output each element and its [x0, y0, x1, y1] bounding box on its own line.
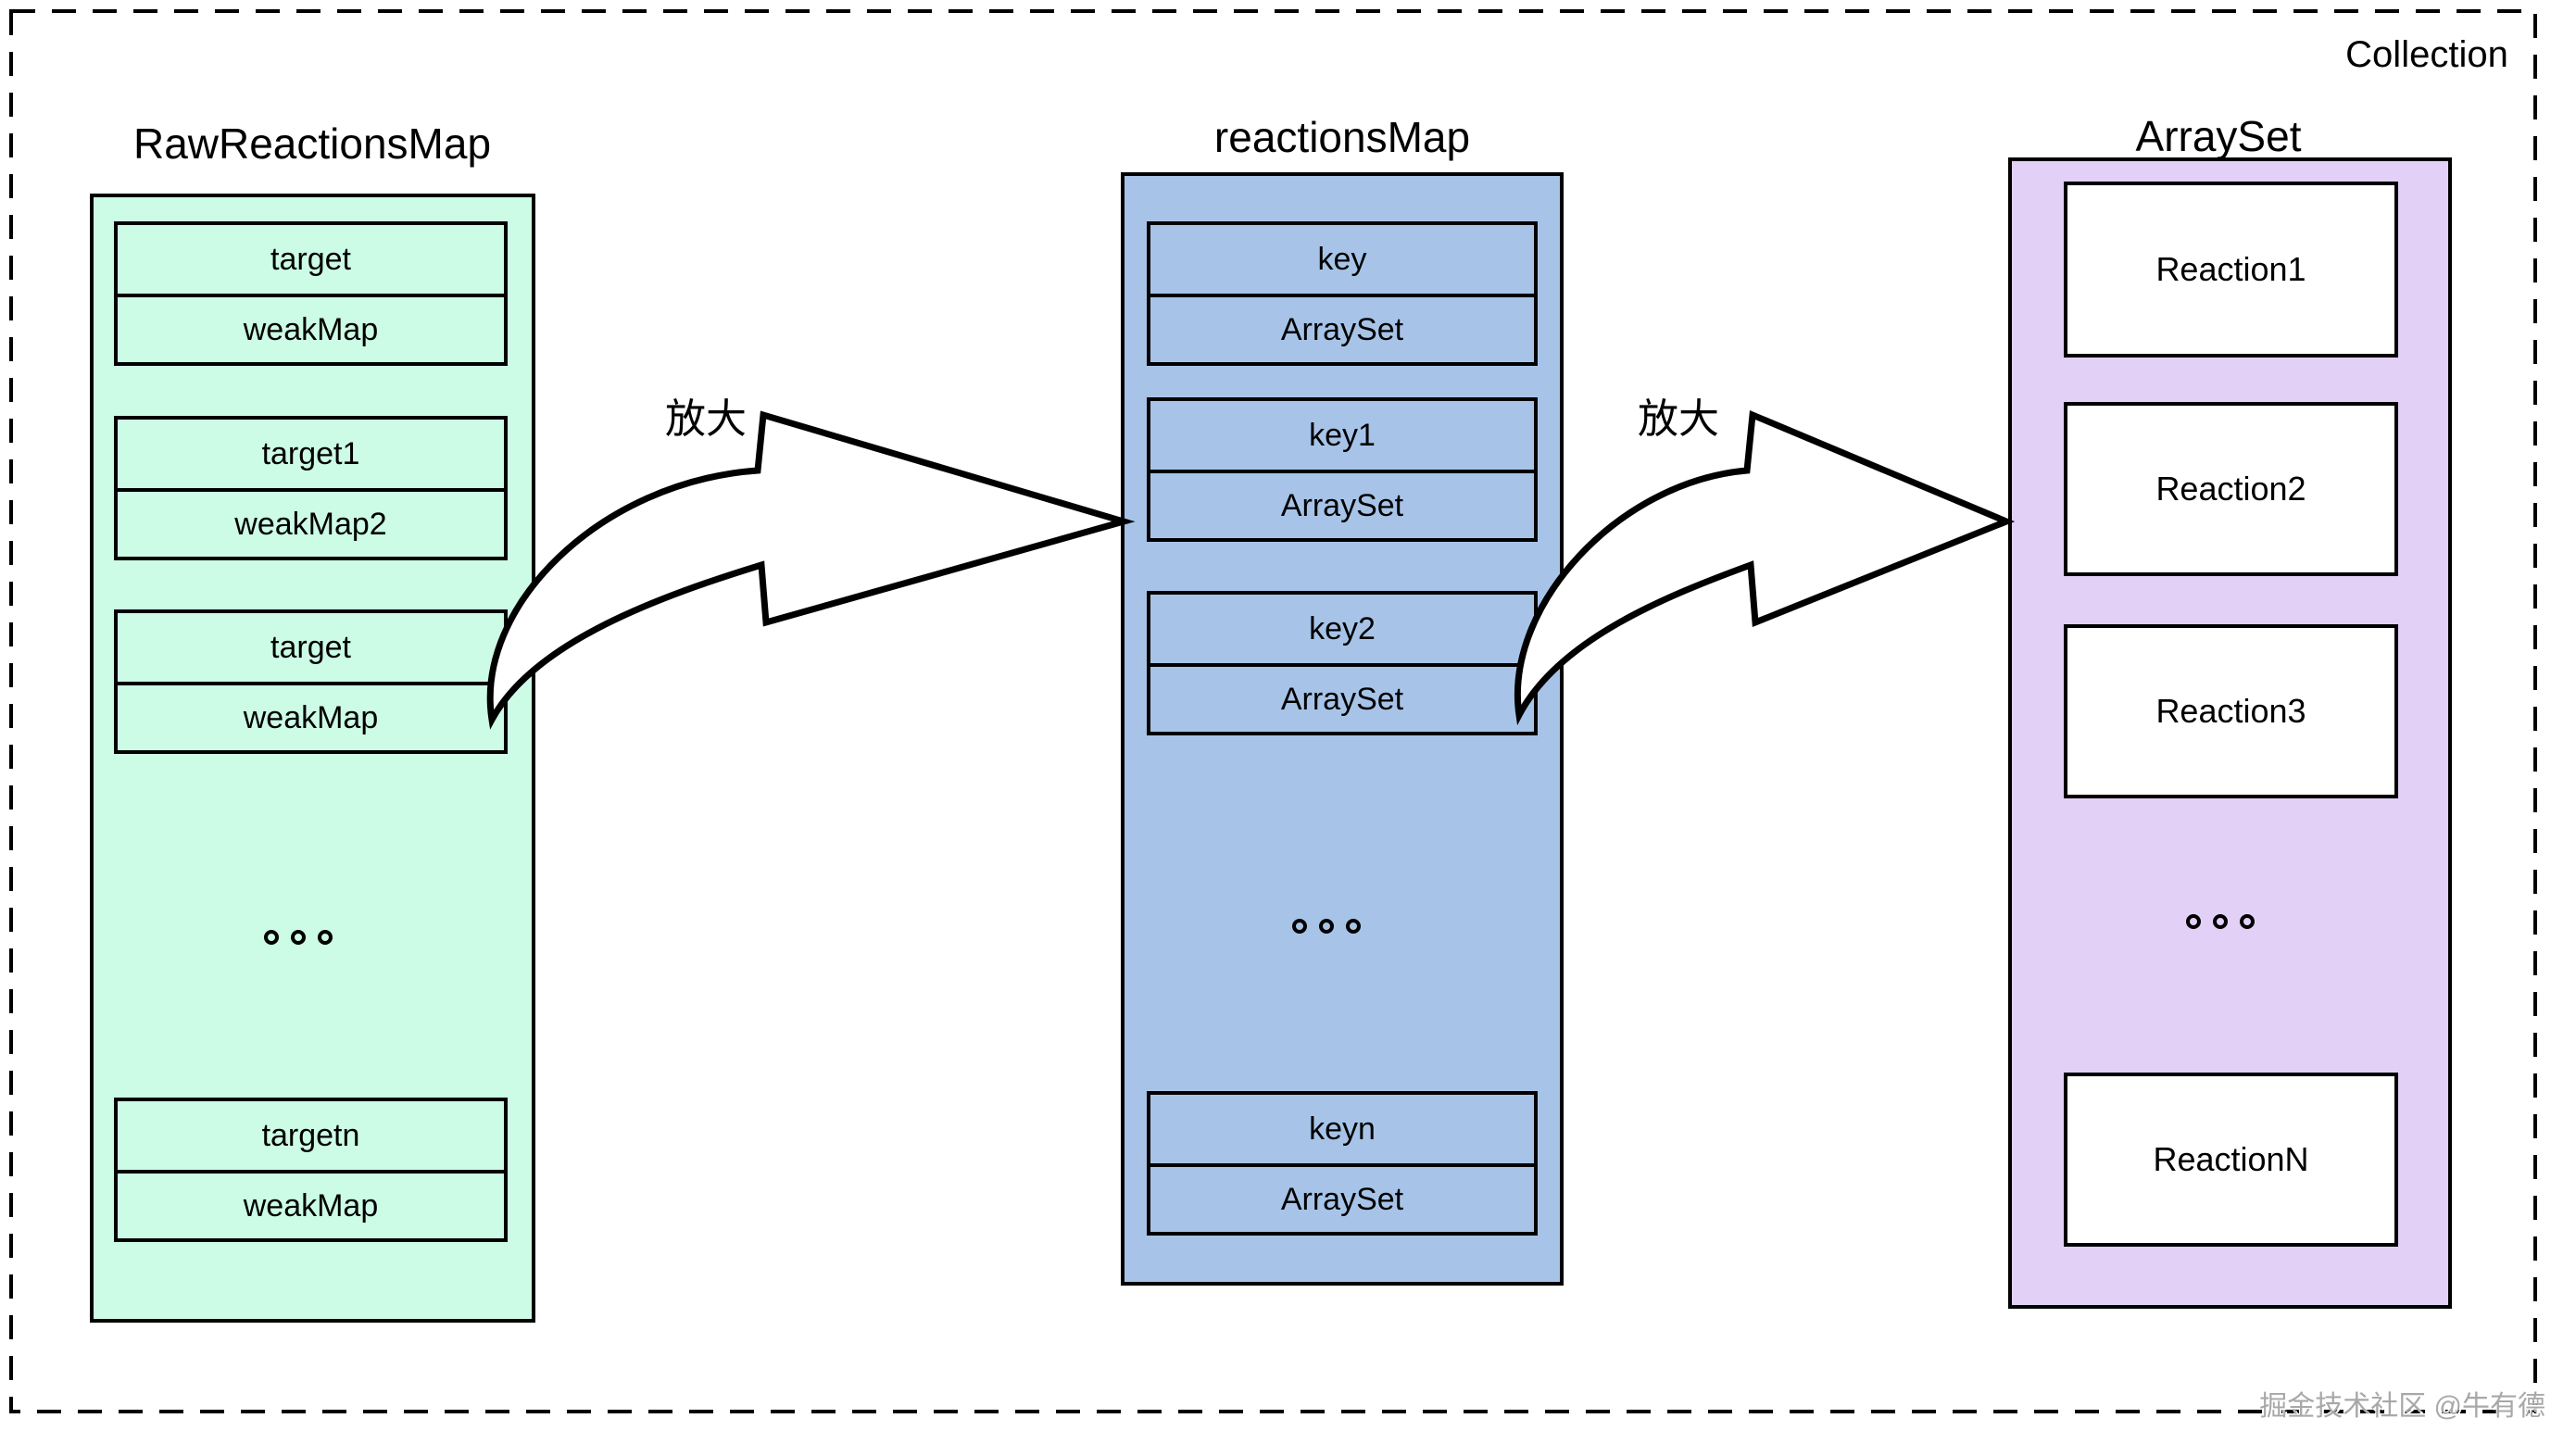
ellipsis-dot-icon	[1292, 919, 1307, 934]
reaction-box: Reaction1	[2064, 182, 2398, 358]
entry-key: key	[1317, 242, 1367, 277]
circle-ellipsis-icon	[1292, 919, 1361, 934]
entry-key: target	[270, 242, 351, 277]
map-entry: keyn ArraySet	[1147, 1091, 1538, 1236]
ellipsis-dot-icon	[1346, 919, 1361, 934]
map-entry: targetn weakMap	[114, 1098, 508, 1242]
middle-column-title: reactionsMap	[1213, 113, 1471, 161]
entry-value: weakMap	[118, 1170, 504, 1238]
map-entry: key ArraySet	[1147, 221, 1538, 366]
map-entry: target weakMap	[114, 609, 508, 754]
ellipsis-dot-icon	[264, 930, 279, 945]
map-entry: key2 ArraySet	[1147, 591, 1538, 735]
entry-value: ArraySet	[1150, 1163, 1534, 1232]
entry-value: weakMap	[118, 682, 504, 750]
entry-value: ArraySet	[1150, 294, 1534, 362]
entry-key: target	[270, 630, 351, 665]
entry-key: keyn	[1309, 1111, 1376, 1147]
entry-key: targetn	[261, 1118, 360, 1153]
ellipsis-dot-icon	[1319, 919, 1334, 934]
circle-ellipsis-icon	[2186, 914, 2255, 929]
collection-label: Collection	[2345, 34, 2508, 75]
ellipsis-dot-icon	[318, 930, 333, 945]
reaction-box: Reaction2	[2064, 402, 2398, 576]
ellipsis-dot-icon	[2240, 914, 2255, 929]
ellipsis-dot-icon	[2213, 914, 2228, 929]
ellipsis-dot-icon	[291, 930, 306, 945]
left-column-title: RawReactionsMap	[132, 119, 492, 168]
rawreactionsmap-container: target weakMap target1 weakMap2 target w…	[90, 194, 535, 1323]
right-column-title: ArraySet	[2135, 112, 2302, 160]
entry-value: ArraySet	[1150, 663, 1534, 732]
reactionsmap-container: key ArraySet key1 ArraySet key2 ArraySet…	[1121, 172, 1564, 1286]
entry-value: ArraySet	[1150, 470, 1534, 538]
entry-key: key1	[1309, 418, 1376, 453]
map-entry: target weakMap	[114, 221, 508, 366]
reaction-box: Reaction3	[2064, 624, 2398, 798]
zoom-arrow-2-icon	[1514, 409, 2016, 726]
reaction-box: ReactionN	[2064, 1073, 2398, 1247]
arrayset-container: Reaction1 Reaction2 Reaction3 ReactionN	[2008, 157, 2452, 1309]
zoom-arrow-1-icon	[486, 410, 1136, 730]
map-entry: target1 weakMap2	[114, 416, 508, 560]
map-entry: key1 ArraySet	[1147, 397, 1538, 542]
entry-key: target1	[261, 436, 360, 471]
ellipsis-dot-icon	[2186, 914, 2201, 929]
entry-value: weakMap	[118, 294, 504, 362]
entry-value: weakMap2	[118, 488, 504, 557]
entry-key: key2	[1309, 611, 1376, 646]
zoom-arrow-1-label: 放大	[665, 396, 747, 442]
circle-ellipsis-icon	[264, 930, 333, 945]
zoom-arrow-2-label: 放大	[1638, 396, 1719, 442]
watermark: 掘金技术社区 @牛有德	[2259, 1391, 2545, 1422]
